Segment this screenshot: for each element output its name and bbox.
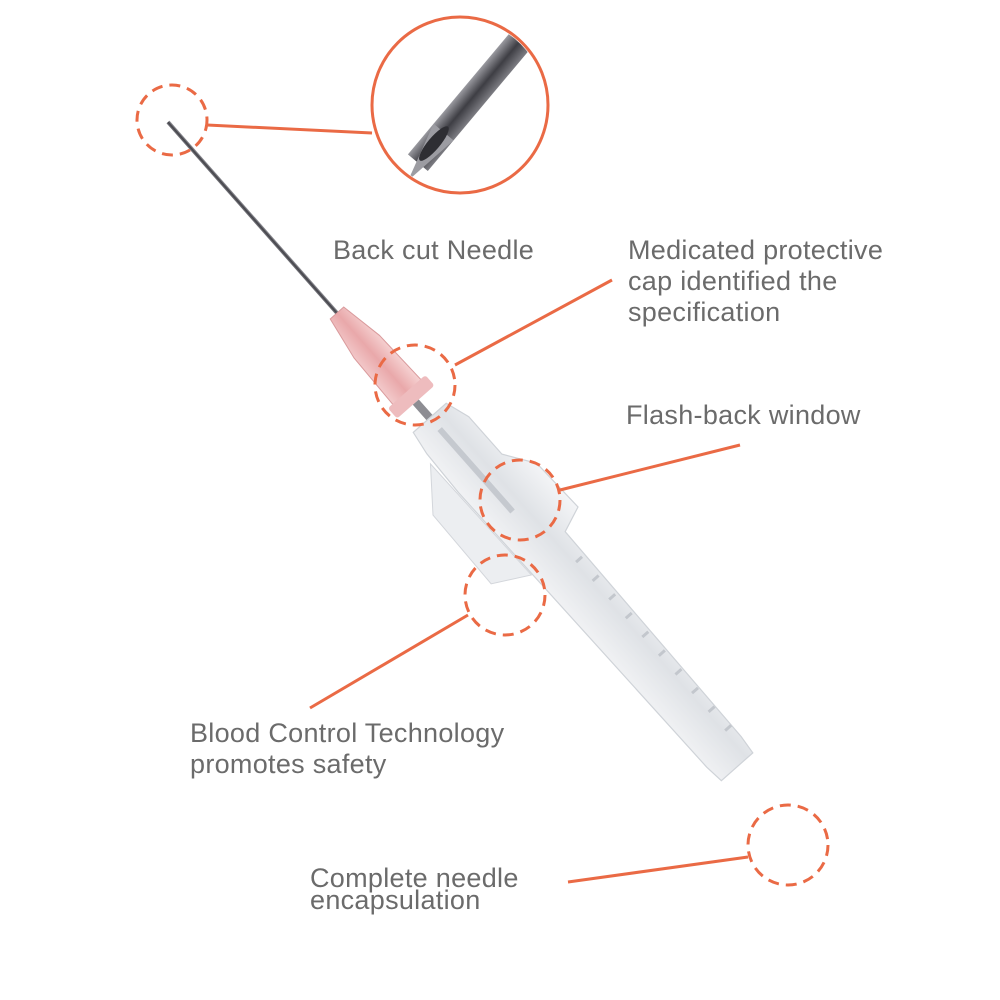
magnifier-circle xyxy=(370,15,550,195)
label-back-cut-needle: Back cut Needle xyxy=(333,235,535,265)
encapsulation-marker xyxy=(746,803,830,887)
needle xyxy=(166,120,362,341)
label-blood-control: Blood Control Technology promotes safety xyxy=(190,718,504,780)
label-line: Medicated protective xyxy=(628,235,884,265)
cap-marker xyxy=(373,343,457,427)
catheter-device xyxy=(166,120,754,782)
label-line: cap identified the xyxy=(628,266,838,296)
label-line: Blood Control Technology xyxy=(190,718,505,748)
needle-tip-magnified xyxy=(374,19,546,191)
label-needle-encapsulation: Complete needle encapsulation xyxy=(310,863,519,915)
label-line: Complete needle xyxy=(310,863,519,893)
label-flashback-window: Flash-back window xyxy=(626,400,861,430)
callouts xyxy=(135,15,830,887)
flashback-marker xyxy=(478,458,562,542)
needle-tip-marker xyxy=(135,83,209,157)
label-line: encapsulation xyxy=(310,885,481,915)
blood-control-marker xyxy=(463,553,547,637)
label-protective-cap: Medicated protective cap identified the … xyxy=(628,235,883,328)
label-line: promotes safety xyxy=(190,749,387,779)
label-line: specification xyxy=(628,297,781,327)
